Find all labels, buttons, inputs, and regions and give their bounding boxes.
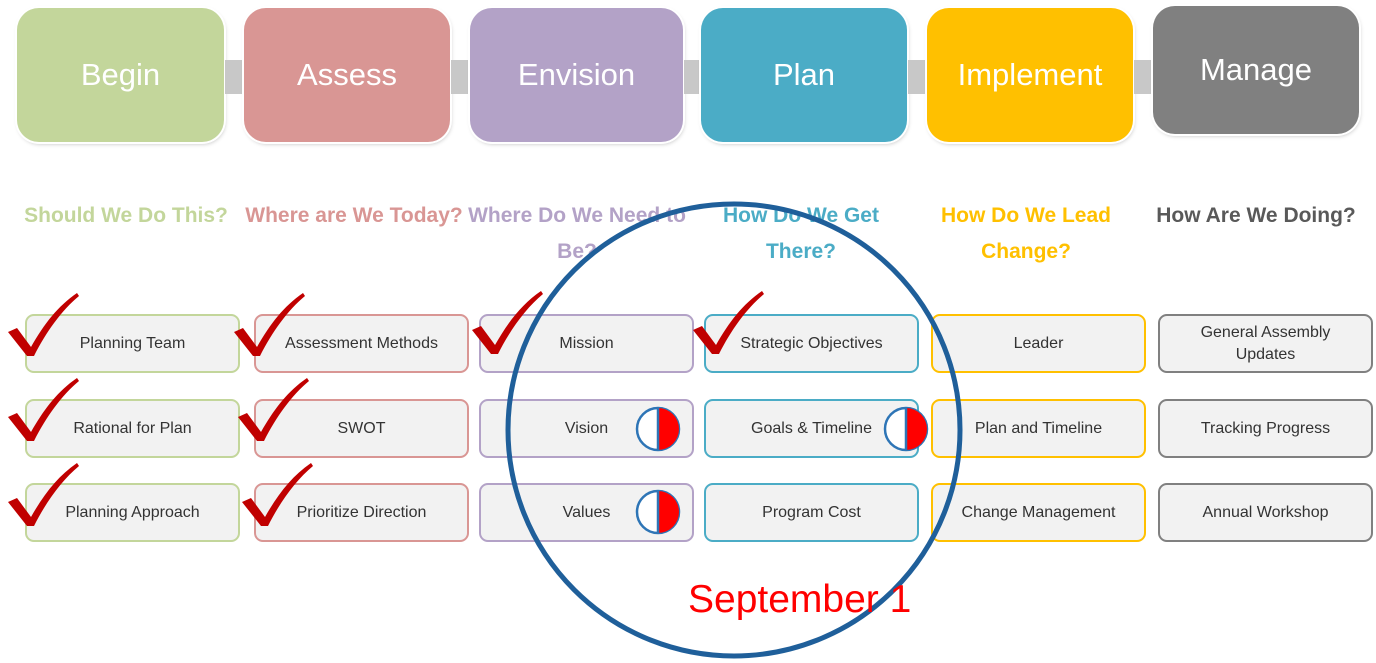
- phase-label: Envision: [517, 57, 636, 92]
- phase-connector: [1134, 60, 1154, 94]
- task-leader: Leader: [931, 314, 1146, 373]
- question-plan: How Do We Get There?: [723, 204, 879, 263]
- phase-label: Implement: [957, 57, 1103, 92]
- phase-label: Plan: [772, 57, 836, 92]
- checkmark-icon: [693, 291, 764, 354]
- task-change-management: Change Management: [931, 483, 1146, 542]
- task-tracking-progress: Tracking Progress: [1158, 399, 1373, 458]
- checkmark-icon: [8, 463, 79, 526]
- task-plan-and-timeline: Plan and Timeline: [931, 399, 1146, 458]
- phase-implement: Implement: [927, 8, 1133, 142]
- phase-label: Assess: [297, 57, 397, 92]
- phase-label: Begin: [80, 57, 161, 92]
- task-planning-approach: Planning Approach: [25, 483, 240, 542]
- phase-assess: Assess: [244, 8, 450, 142]
- phase-manage: Manage: [1153, 6, 1359, 134]
- phase-envision: Envision: [470, 8, 683, 142]
- checkmark-icon: [472, 291, 543, 354]
- half-progress-icon: [883, 406, 929, 452]
- task-general-assembly-updates: General Assembly Updates: [1158, 314, 1373, 373]
- question-implement: How Do We Lead Change?: [941, 204, 1111, 263]
- question-begin: Should We Do This?: [24, 204, 228, 227]
- task-rational-for-plan: Rational for Plan: [25, 399, 240, 458]
- question-assess: Where are We Today?: [245, 204, 463, 227]
- checkmark-icon: [8, 378, 79, 441]
- phase-label: Manage: [1199, 52, 1313, 87]
- phase-plan: Plan: [701, 8, 907, 142]
- checkmark-icon: [8, 293, 79, 356]
- question-manage: How Are We Doing?: [1156, 204, 1356, 227]
- milestone-date-label: September 1: [688, 578, 912, 621]
- phase-connector: [684, 60, 704, 94]
- checkmark-icon: [238, 378, 309, 441]
- checkmark-icon: [242, 463, 313, 526]
- task-planning-team: Planning Team: [25, 314, 240, 373]
- task-program-cost: Program Cost: [704, 483, 919, 542]
- half-progress-icon: [635, 406, 681, 452]
- task-assessment-methods: Assessment Methods: [254, 314, 469, 373]
- question-envision: Where Do We Need to Be?: [468, 204, 686, 263]
- task-swot: SWOT: [254, 399, 469, 458]
- phase-connector: [908, 60, 928, 94]
- task-prioritize-direction: Prioritize Direction: [254, 483, 469, 542]
- phase-connector: [451, 60, 471, 94]
- checkmark-icon: [234, 293, 305, 356]
- phase-begin: Begin: [17, 8, 224, 142]
- task-annual-workshop: Annual Workshop: [1158, 483, 1373, 542]
- phase-connector: [225, 60, 245, 94]
- half-progress-icon: [635, 489, 681, 535]
